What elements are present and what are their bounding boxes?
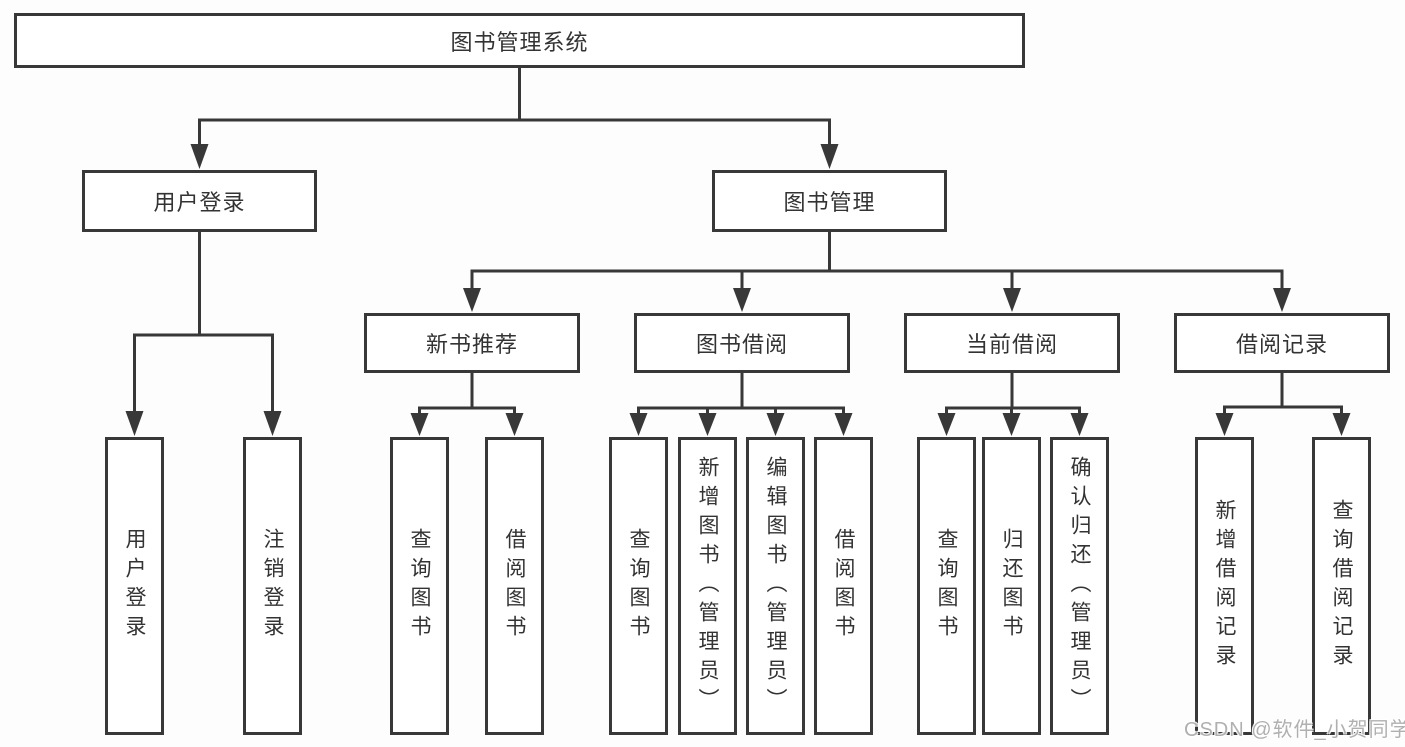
leaf-borrow-book-label: 借阅图书 xyxy=(832,528,855,644)
node-borrow-record: 借阅记录 xyxy=(1174,313,1390,373)
leaf-edit-book-admin: 编辑图书（管理员） xyxy=(746,437,805,735)
leaf-confirm-return-admin: 确认归还（管理员） xyxy=(1050,437,1109,735)
watermark: CSDN @软件_小贺同学 xyxy=(1184,719,1405,741)
leaf-borrow-book-recommend-label: 借阅图书 xyxy=(503,528,526,644)
leaf-query-borrow-record-label: 查询借阅记录 xyxy=(1330,499,1353,673)
leaf-query-book-recommend: 查询图书 xyxy=(390,437,449,735)
node-book-borrow-label: 图书借阅 xyxy=(695,332,788,357)
leaf-query-book-borrow-label: 查询图书 xyxy=(627,528,650,644)
leaf-query-borrow-record: 查询借阅记录 xyxy=(1312,437,1371,735)
node-user-login: 用户登录 xyxy=(82,170,317,232)
leaf-add-book-admin: 新增图书（管理员） xyxy=(678,437,737,735)
leaf-confirm-return-admin-label: 确认归还（管理员） xyxy=(1068,455,1091,717)
node-root-label: 图书管理系统 xyxy=(450,29,589,55)
node-new-book-recommend-label: 新书推荐 xyxy=(425,332,518,357)
node-book-management: 图书管理 xyxy=(712,170,947,232)
leaf-add-book-admin-label: 新增图书（管理员） xyxy=(696,455,719,717)
connector-user-login-children xyxy=(125,230,282,436)
leaf-logout: 注销登录 xyxy=(243,437,302,735)
leaf-user-login: 用户登录 xyxy=(105,437,164,735)
node-book-management-label: 图书管理 xyxy=(783,190,876,215)
leaf-query-book-borrow: 查询图书 xyxy=(609,437,668,735)
node-book-borrow: 图书借阅 xyxy=(634,313,850,373)
leaf-logout-label: 注销登录 xyxy=(261,528,284,644)
node-root: 图书管理系统 xyxy=(14,13,1025,68)
leaf-query-book-current-label: 查询图书 xyxy=(935,528,958,644)
leaf-add-borrow-record-label: 新增借阅记录 xyxy=(1213,499,1236,673)
node-borrow-record-label: 借阅记录 xyxy=(1235,332,1328,357)
leaf-borrow-book: 借阅图书 xyxy=(814,437,873,735)
connector-current-borrow-children xyxy=(937,371,1089,436)
leaf-return-book-label: 归还图书 xyxy=(1000,528,1023,644)
node-current-borrow: 当前借阅 xyxy=(904,313,1120,373)
leaf-query-book-current: 查询图书 xyxy=(917,437,976,735)
node-user-login-label: 用户登录 xyxy=(153,190,246,215)
connector-book-borrow-children xyxy=(629,371,853,436)
connector-root-to-level2 xyxy=(190,66,839,169)
connector-book-management-children xyxy=(463,230,1291,312)
leaf-borrow-book-recommend: 借阅图书 xyxy=(485,437,544,735)
leaf-add-borrow-record: 新增借阅记录 xyxy=(1195,437,1254,735)
connector-borrow-record-children xyxy=(1215,371,1351,436)
leaf-return-book: 归还图书 xyxy=(982,437,1041,735)
leaf-query-book-recommend-label: 查询图书 xyxy=(408,528,431,644)
node-current-borrow-label: 当前借阅 xyxy=(965,332,1058,357)
leaf-edit-book-admin-label: 编辑图书（管理员） xyxy=(764,455,787,717)
leaf-user-login-label: 用户登录 xyxy=(123,528,146,644)
node-new-book-recommend: 新书推荐 xyxy=(364,313,580,373)
connector-new-book-recommend-children xyxy=(410,371,524,436)
